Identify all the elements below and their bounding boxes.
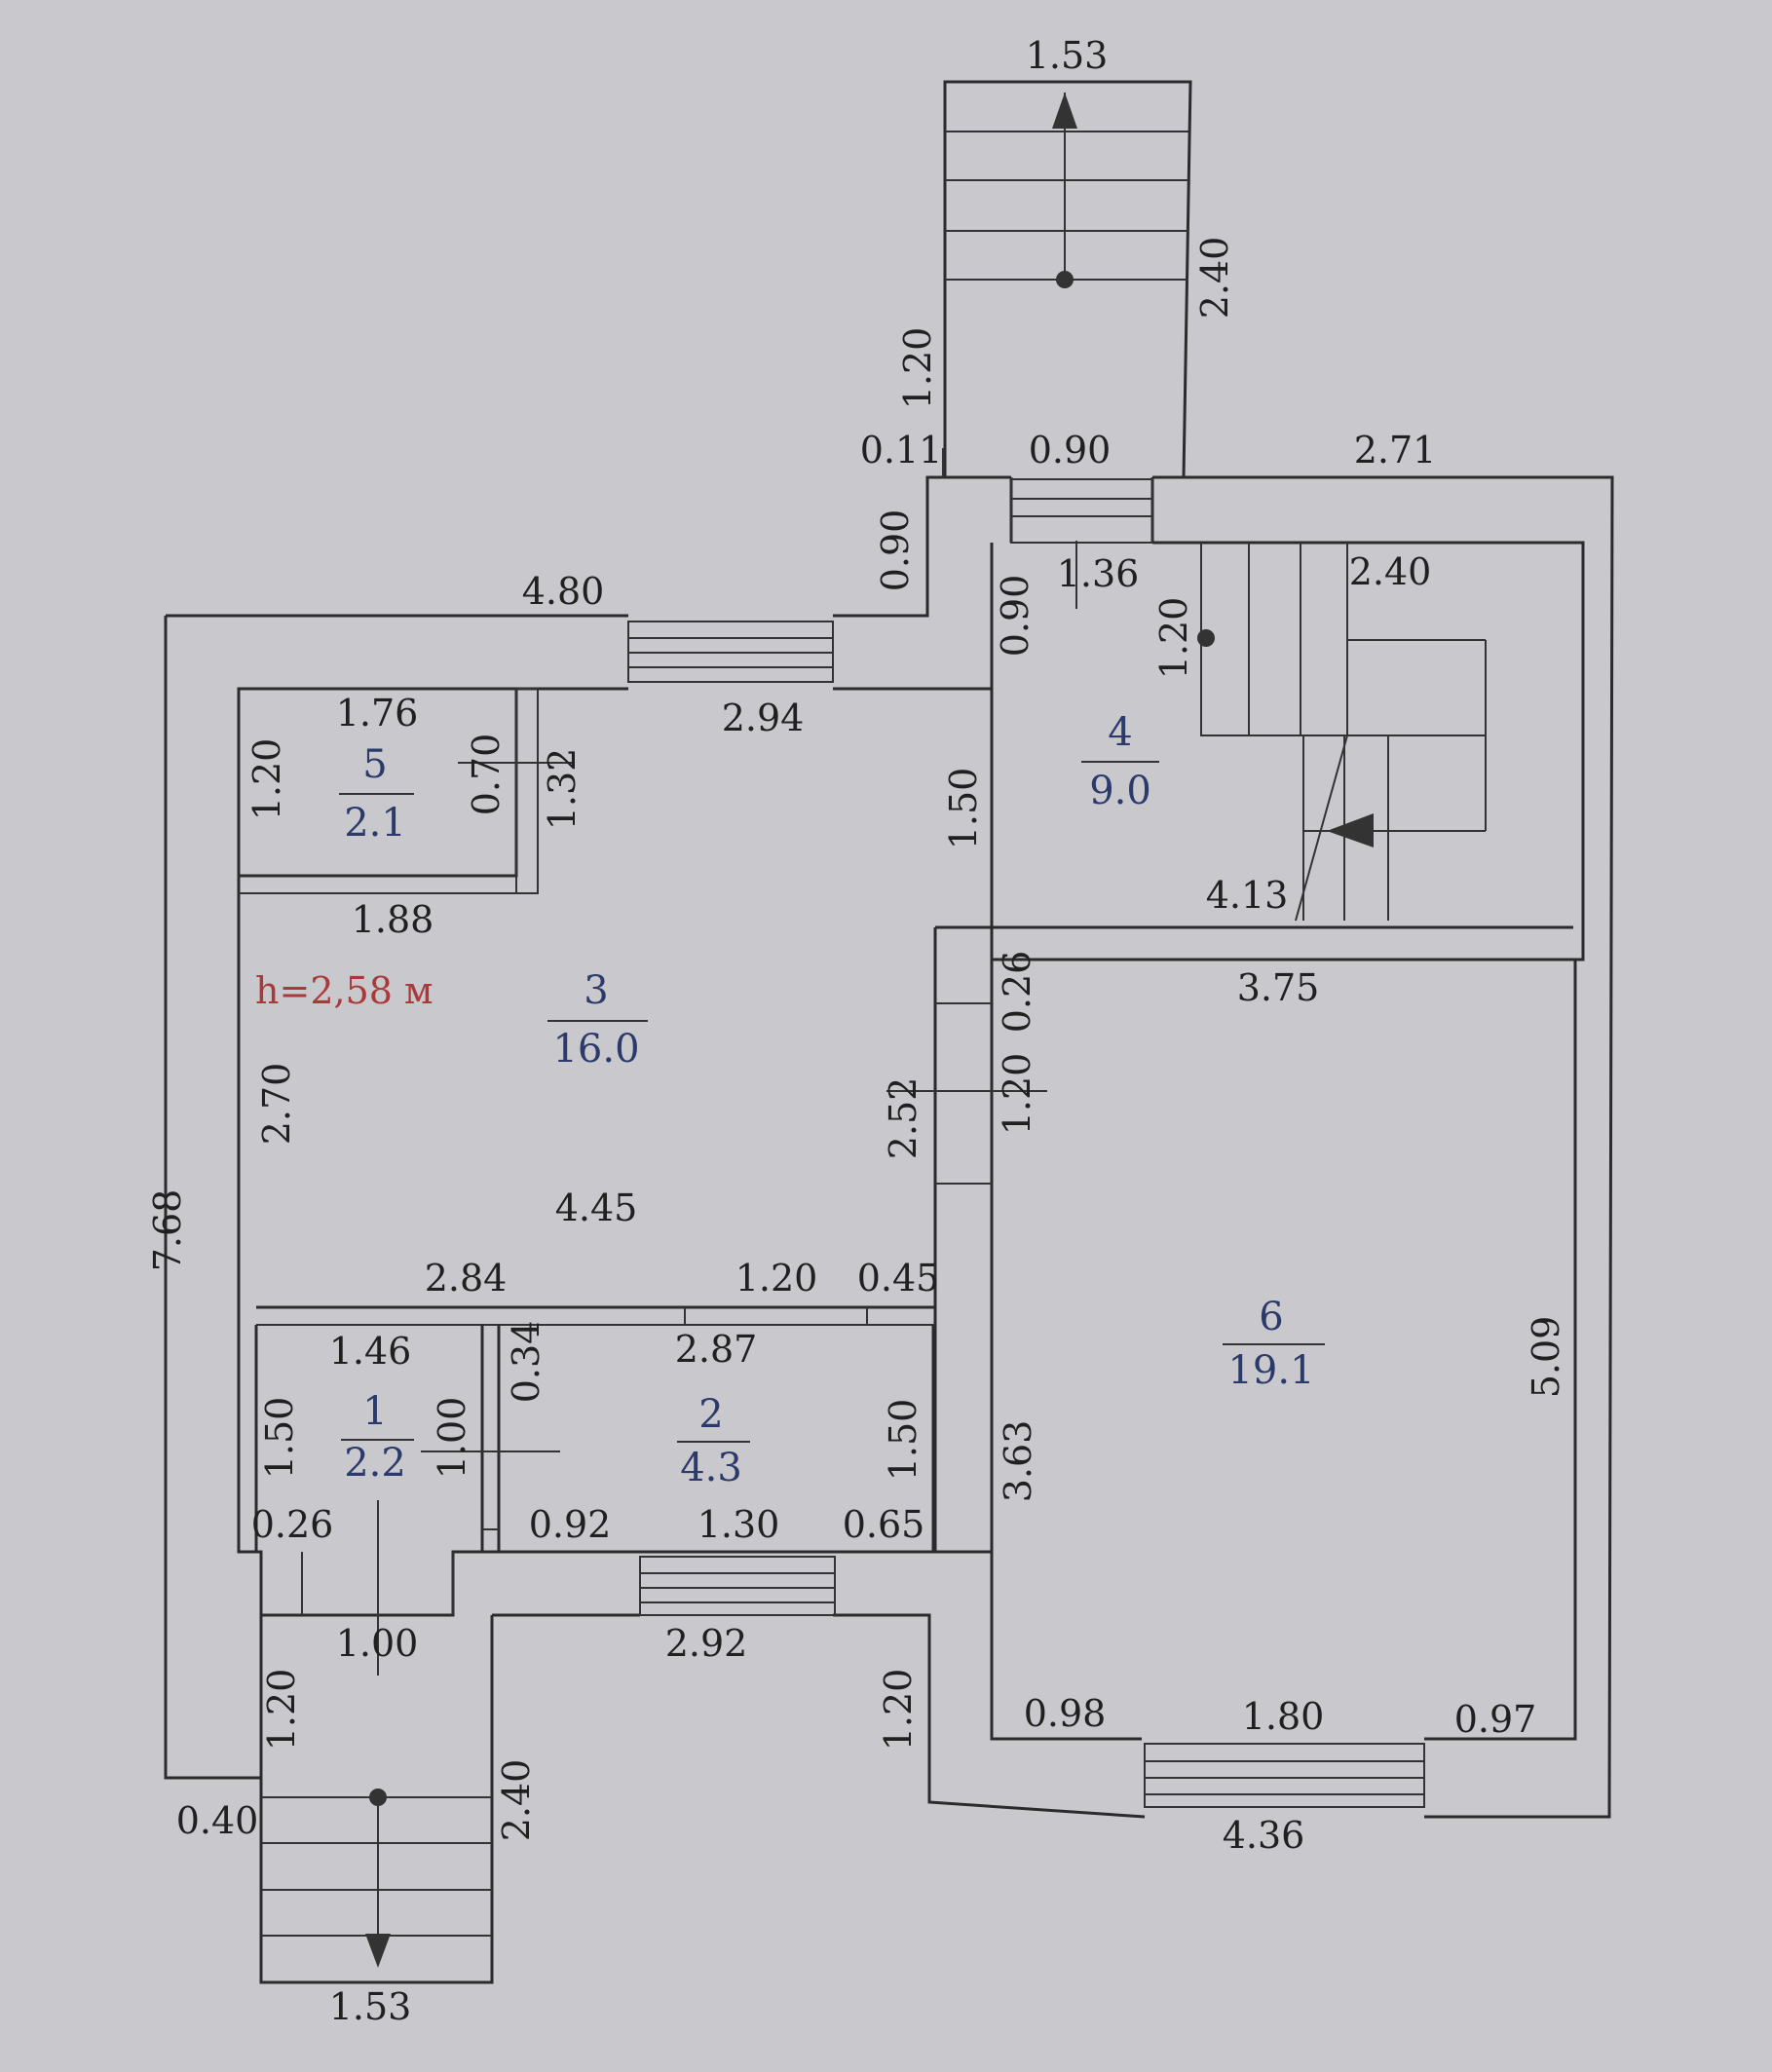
room-6-number: 6 (1259, 1295, 1283, 1339)
room-1-area: 2.2 (344, 1441, 406, 1486)
ceiling-height-label: h=2,58 м (255, 969, 434, 1012)
room-3-area: 16.0 (552, 1027, 639, 1072)
stair-arrow-down-icon (365, 1934, 391, 1968)
dim-label: 3.63 (997, 1420, 1039, 1503)
dim-label: 1.50 (882, 1399, 924, 1482)
dim-label: 4.13 (1206, 874, 1289, 917)
window (639, 1556, 836, 1616)
dim-label: 4.45 (555, 1187, 638, 1229)
outer-wall (833, 1613, 1146, 1819)
dim-label: 3.75 (1237, 966, 1320, 1009)
dim-label: 4.80 (522, 570, 605, 613)
dim-label: 1.20 (896, 327, 939, 410)
dim-label: 1.20 (877, 1669, 920, 1752)
dim-label: 2.40 (1349, 550, 1432, 593)
outer-wall (164, 616, 261, 1780)
dim-label: 1.76 (336, 692, 419, 735)
outer-wall (1152, 475, 1614, 1819)
dim-label: 0.26 (251, 1503, 334, 1546)
room-4-area: 9.0 (1089, 769, 1151, 813)
interior-stair (1197, 543, 1487, 922)
dim-label: 1.20 (1152, 597, 1195, 680)
dim-label: 7.68 (146, 1189, 189, 1272)
dim-label: 1.00 (431, 1397, 473, 1480)
dim-label: 2.71 (1354, 429, 1437, 471)
room-4-number: 4 (1108, 710, 1132, 755)
dim-label: 1.20 (260, 1669, 303, 1752)
dim-label: 1.30 (697, 1503, 780, 1546)
room-5-area: 2.1 (344, 801, 406, 846)
dim-label: 1.53 (329, 1985, 412, 2028)
dim-label: 1.53 (1026, 34, 1109, 77)
dim-label: 2.87 (675, 1328, 758, 1371)
dim-label: 2.52 (882, 1077, 924, 1160)
room-6-area: 19.1 (1227, 1348, 1314, 1393)
stair-arrow-up-icon (1052, 93, 1077, 129)
dim-label: 0.90 (874, 509, 917, 592)
dim-label: 1.46 (329, 1330, 412, 1373)
inner-wall (237, 543, 994, 1617)
room-6-wall (990, 960, 1142, 1741)
room-5-number: 5 (362, 742, 387, 787)
dim-label: 4.36 (1223, 1814, 1305, 1857)
dim-label: 0.45 (857, 1257, 940, 1300)
dim-label: 0.26 (996, 951, 1038, 1034)
inner-wall (992, 541, 1585, 961)
dim-label: 0.65 (843, 1503, 925, 1546)
dim-label: 2.40 (495, 1759, 538, 1842)
top-stair (943, 80, 1192, 478)
dim-label: 0.70 (465, 734, 508, 816)
dim-label: 0.92 (529, 1503, 612, 1546)
dim-label: 1.20 (996, 1053, 1038, 1136)
dim-label: 0.98 (1024, 1692, 1107, 1735)
dim-label: 1.36 (1057, 552, 1140, 595)
dim-label: 0.90 (994, 575, 1037, 658)
dim-label: 2.40 (1193, 237, 1236, 320)
dim-label: 2.70 (255, 1063, 298, 1146)
dim-label: 0.11 (860, 429, 943, 471)
dim-label: 2.94 (722, 697, 805, 739)
dim-label: 1.80 (1242, 1695, 1325, 1738)
bottom-stair (259, 1500, 494, 1984)
dim-label: 2.92 (665, 1622, 748, 1665)
room-6-wall (1424, 960, 1577, 1741)
dim-label: 0.97 (1454, 1698, 1537, 1741)
dim-label: 1.32 (541, 748, 584, 831)
dim-label: 0.40 (176, 1799, 259, 1842)
dim-label: 0.34 (505, 1321, 547, 1404)
room-1-number: 1 (362, 1389, 387, 1434)
room-2-number: 2 (698, 1392, 723, 1437)
room-3-number: 3 (584, 968, 608, 1013)
dim-label: 1.88 (352, 898, 434, 941)
outer-wall (833, 475, 1011, 618)
dim-label: 1.20 (735, 1257, 818, 1300)
room-5-wall (515, 688, 539, 894)
dim-label: 1.20 (245, 738, 288, 821)
room-2-area: 4.3 (680, 1446, 742, 1490)
window (1010, 478, 1153, 544)
dim-label: 1.00 (336, 1622, 419, 1665)
stair-arrow-icon (1327, 813, 1374, 848)
dim-label: 0.90 (1029, 429, 1112, 471)
dim-label: 2.84 (425, 1257, 508, 1300)
window (627, 621, 834, 683)
dim-label: 1.50 (942, 768, 985, 850)
dim-label: 5.09 (1525, 1316, 1567, 1399)
window (1144, 1743, 1425, 1808)
dim-label: 1.50 (258, 1397, 301, 1480)
